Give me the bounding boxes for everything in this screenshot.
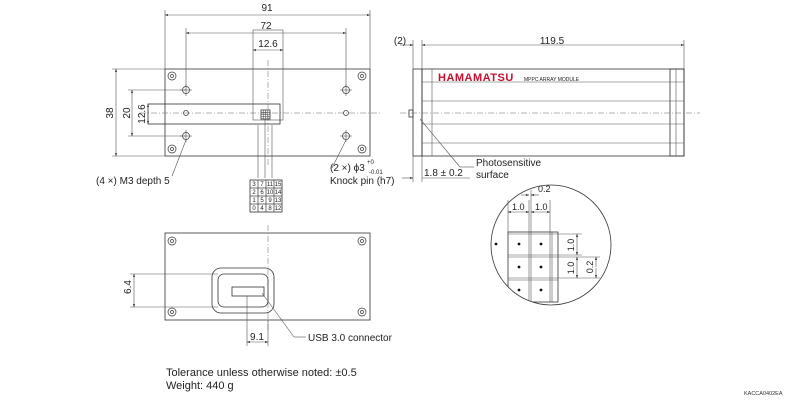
detail-view: 0.2 1.0 1.0 1.0 1.0 0.2	[490, 184, 612, 306]
front-view: 91 72 12.6 38 20 12.6	[105, 3, 380, 178]
weight-note: Weight: 440 g	[166, 380, 234, 392]
corner-hole-tr	[357, 71, 367, 81]
pixel-number: 13	[275, 198, 282, 204]
knock-pin-label-sup: +0	[367, 160, 375, 166]
sensor-bar	[147, 103, 281, 125]
dim-91: 91	[261, 3, 273, 14]
dim-pitch-1-0-d: 1.0	[566, 262, 576, 275]
dim-38: 38	[105, 107, 116, 119]
usb-connector-label: USB 3.0 connector	[308, 333, 393, 344]
rear-hole	[167, 307, 177, 317]
sensor-strip	[252, 29, 284, 121]
side-view: HAMAMATSU MPPC ARRAY MODULE (2) 119.5 1.…	[394, 36, 700, 182]
pixel-number: 11	[267, 182, 274, 188]
dim-12-6-left: 12.6	[137, 104, 148, 124]
rear-hole	[167, 236, 177, 246]
dim-pitch-1-0-a: 1.0	[512, 202, 525, 212]
pixel-number: 4	[260, 206, 264, 212]
corner-hole-bl	[167, 144, 177, 154]
pixel-number: 15	[275, 182, 282, 188]
photosensitive-label-1: Photosensitive	[476, 158, 541, 169]
tolerance-note: Tolerance unless otherwise noted: ±0.5	[166, 367, 357, 379]
rear-view: 6.4 9.1 USB 3.0 connector	[123, 225, 393, 346]
pixel-number: 7	[260, 182, 264, 188]
corner-hole-tl	[167, 71, 177, 81]
front-body	[164, 68, 371, 157]
dim-pitch-1-0-c: 1.0	[566, 239, 576, 252]
pixel-number: 1	[252, 198, 256, 204]
dim-usb-6-4: 6.4	[123, 280, 134, 294]
drawing-code: KACCA0402EA	[744, 391, 783, 397]
dim-12-6-top: 12.6	[258, 39, 278, 50]
pixel-number: 8	[268, 206, 272, 212]
module-label: MPPC ARRAY MODULE	[524, 77, 580, 83]
dim-1-8: 1.8 ± 0.2	[424, 168, 463, 179]
knock-pin-label-sub: -0.01	[369, 170, 383, 176]
pixel-number: 3	[252, 182, 256, 188]
detail-circle	[490, 184, 612, 306]
end-cap	[669, 68, 685, 157]
pixel-number: 0	[252, 206, 256, 212]
pixel-number: 9	[268, 198, 272, 204]
corner-hole-br	[357, 144, 367, 154]
dim-pitch-1-0-b: 1.0	[535, 202, 548, 212]
dim-usb-9-1: 9.1	[250, 332, 264, 343]
pixel-number: 10	[267, 190, 274, 196]
rear-body	[164, 232, 371, 321]
pixel-cell	[273, 203, 283, 213]
rear-hole	[357, 307, 367, 317]
knock-pin	[343, 110, 349, 116]
rear-hole	[357, 236, 367, 246]
knock-pin-label-prefix: (2 ×) ϕ3	[330, 163, 365, 174]
dim-pitch-0-2-top: 0.2	[538, 184, 551, 194]
knock-pin	[183, 110, 189, 116]
pixel-number: 5	[260, 198, 264, 204]
dim-paren-2: (2)	[394, 36, 406, 47]
photosensitive-label-2: surface	[476, 170, 509, 181]
pixel-number: 6	[260, 190, 264, 196]
usb-connector-inner	[217, 273, 269, 308]
brand-logo: HAMAMATSU	[438, 72, 514, 84]
lens-window	[408, 109, 414, 118]
front-plate	[412, 68, 423, 157]
pixel-number: 2	[252, 190, 256, 196]
pixel-number: 12	[275, 206, 282, 212]
dim-20: 20	[122, 107, 133, 119]
usb-connector-housing	[211, 267, 275, 314]
dim-72: 72	[260, 21, 272, 32]
m3-label: (4 ×) M3 depth 5	[96, 176, 170, 187]
dim-119-5: 119.5	[540, 36, 565, 47]
pixel-number: 14	[275, 190, 282, 196]
dim-pitch-0-2-side: 0.2	[585, 261, 595, 274]
usb-port	[231, 286, 265, 297]
knock-pin-label-name: Knock pin (h7)	[330, 176, 394, 187]
